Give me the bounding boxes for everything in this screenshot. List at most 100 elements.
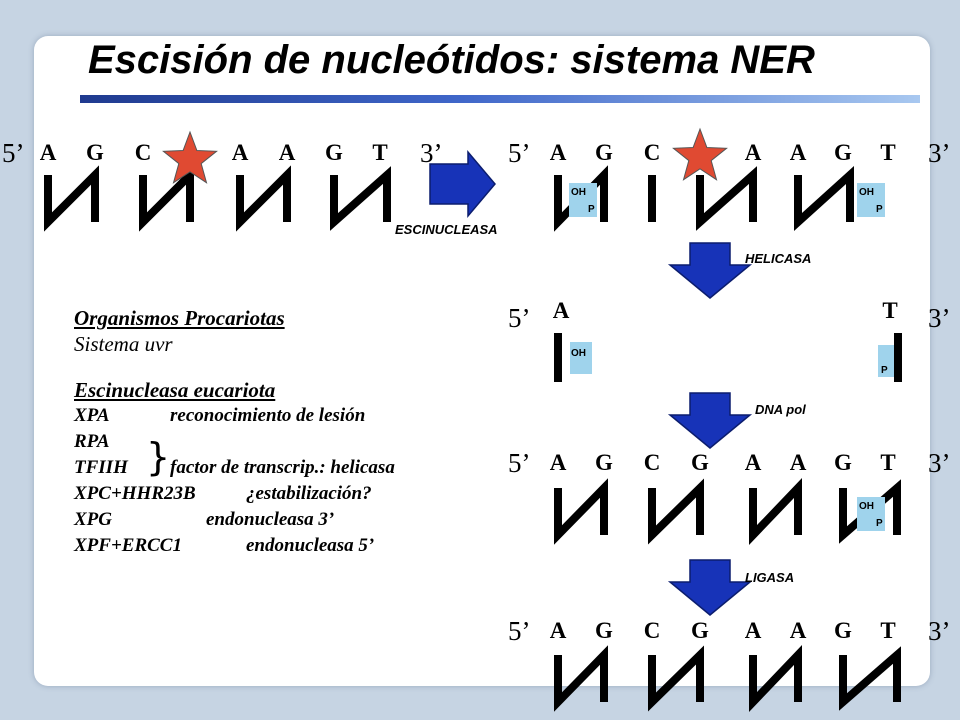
- down-arrow-icon: [667, 242, 753, 299]
- nucleotide-letter: G: [834, 450, 852, 475]
- three-prime-end: 3’: [928, 303, 951, 333]
- protein-name: XPC+HHR23B: [74, 483, 196, 504]
- five-prime-end: 5’: [508, 303, 531, 333]
- eukaryote-heading: Escinucleasa eucariota: [74, 378, 276, 402]
- nucleotide-letter: A: [553, 298, 570, 323]
- nucleotide-letter: A: [279, 140, 296, 165]
- strand-segment: [554, 478, 608, 545]
- nucleotide-letter: G: [595, 450, 613, 475]
- p-label: P: [876, 204, 883, 215]
- nucleotide-letter: G: [834, 140, 852, 165]
- oh-p-marker: [857, 183, 885, 217]
- nucleotide-letter: C: [644, 450, 661, 475]
- three-prime-end: 3’: [420, 138, 443, 168]
- protein-role: factor de transcrip.: helicasa: [170, 457, 395, 478]
- nucleotide-letter: A: [790, 140, 807, 165]
- protein-row-xpf: XPF+ERCC1 endonucleasa 5’: [74, 533, 494, 559]
- nucleotide-letter: G: [691, 618, 709, 643]
- strand-segment: [749, 478, 802, 545]
- protein-name: RPA: [74, 431, 110, 452]
- five-prime-end: 5’: [2, 138, 25, 168]
- protein-row-rpa: RPA: [74, 429, 494, 455]
- oh-marker: [570, 342, 592, 374]
- nucleotide-letter: A: [745, 450, 762, 475]
- nucleotide-letter: A: [790, 450, 807, 475]
- title-underline-bar: [80, 95, 920, 103]
- nucleotide-letter: G: [86, 140, 104, 165]
- p-label: P: [881, 365, 888, 376]
- nucleotide-letter: C: [135, 140, 152, 165]
- nucleotide-letter: G: [325, 140, 343, 165]
- nucleotide-letter: G: [834, 618, 852, 643]
- protein-name: XPG: [74, 509, 112, 530]
- protein-role: endonucleasa 5’: [246, 535, 375, 556]
- step-label: ESCINUCLEASA: [395, 222, 498, 237]
- oh-p-marker: [857, 497, 885, 531]
- three-prime-end: 3’: [928, 448, 951, 478]
- nucleotide-letter: A: [550, 450, 567, 475]
- strand-segment: [839, 646, 901, 711]
- lesion-star-icon: [672, 127, 728, 181]
- five-prime-end: 5’: [508, 616, 531, 646]
- protein-name: XPA: [74, 405, 110, 426]
- slide-card: [34, 36, 930, 686]
- nucleotide-letter: A: [550, 140, 567, 165]
- p-label: P: [588, 204, 595, 215]
- protein-role: reconocimiento de lesión: [170, 405, 366, 426]
- strand-segment: [139, 165, 194, 232]
- strand-segment: [330, 166, 391, 231]
- oh-p-marker: [569, 183, 597, 217]
- strand-segment: [44, 165, 99, 232]
- protein-role: endonucleasa 3’: [206, 509, 335, 530]
- nucleotide-letter: A: [745, 140, 762, 165]
- step-label: LIGASA: [745, 570, 794, 585]
- strand-segment: [794, 165, 854, 232]
- nucleotide-letter: T: [880, 140, 895, 165]
- three-prime-end: 3’: [928, 138, 951, 168]
- prokaryote-heading: Organismos Procariotas: [74, 306, 285, 330]
- nucleotide-letter: A: [745, 618, 762, 643]
- five-prime-end: 5’: [508, 448, 531, 478]
- down-arrow-icon: [667, 559, 753, 616]
- down-arrow-icon: [667, 392, 753, 449]
- protein-row-xpg: XPG endonucleasa 3’: [74, 507, 494, 533]
- strand-segment: [648, 645, 704, 712]
- info-panel: Organismos Procariotas Sistema uvr Escin…: [74, 305, 494, 559]
- protein-role: ¿estabilización?: [246, 483, 372, 504]
- strand-segment: [236, 165, 291, 232]
- strand-segment: [696, 166, 757, 231]
- nucleotide-letter: A: [232, 140, 249, 165]
- three-prime-end: 3’: [928, 616, 951, 646]
- oh-label: OH: [859, 187, 874, 198]
- protein-row-xpc: XPC+HHR23B ¿estabilización?: [74, 481, 494, 507]
- five-prime-end: 5’: [508, 138, 531, 168]
- page-title: Escisión de nucleótidos: sistema NER: [88, 38, 815, 82]
- nucleotide-letter: T: [880, 618, 895, 643]
- nucleotide-letter: C: [644, 140, 661, 165]
- nucleotide-letter: T: [372, 140, 387, 165]
- oh-label: OH: [571, 187, 586, 198]
- oh-label: OH: [571, 348, 586, 359]
- protein-row-xpa: XPA reconocimiento de lesión: [74, 403, 494, 429]
- nucleotide-letter: C: [644, 618, 661, 643]
- nucleotide-letter: A: [790, 618, 807, 643]
- protein-row-tfiih: TFIIH factor de transcrip.: helicasa: [74, 455, 494, 481]
- strand-segment: [648, 478, 704, 545]
- lesion-star-icon: [162, 130, 218, 184]
- nucleotide-letter: T: [880, 450, 895, 475]
- right-arrow-icon: [429, 149, 496, 219]
- nucleotide-letter: G: [595, 618, 613, 643]
- prokaryote-system: Sistema uvr: [74, 332, 173, 356]
- protein-name: TFIIH: [74, 457, 128, 478]
- strand-segment: [554, 645, 608, 712]
- nucleotide-letter: T: [882, 298, 897, 323]
- p-marker: [878, 345, 894, 377]
- nucleotide-letter: A: [40, 140, 57, 165]
- oh-label: OH: [859, 501, 874, 512]
- nucleotide-letter: G: [595, 140, 613, 165]
- nucleotide-letter: G: [691, 450, 709, 475]
- step-label: HELICASA: [745, 251, 811, 266]
